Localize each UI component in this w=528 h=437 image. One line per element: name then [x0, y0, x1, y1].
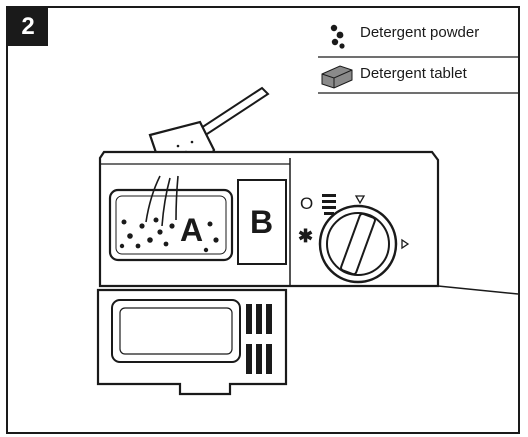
detergent-tablet-icon	[321, 65, 353, 89]
detergent-powder-icon	[330, 24, 345, 49]
compartment-b	[237, 179, 287, 265]
dispenser-lid	[96, 288, 288, 396]
rinse-aid-dial	[318, 204, 398, 284]
compartment-b-label: B	[250, 204, 274, 240]
triangle-marker-icon	[401, 238, 410, 250]
step-number-badge: 2	[8, 8, 48, 46]
figure-frame	[6, 6, 520, 434]
powder-stream	[145, 175, 179, 227]
dial-level-indicator-icon	[322, 194, 336, 215]
legend-label-tablet: Detergent tablet	[360, 65, 467, 82]
compartment-a	[108, 188, 234, 262]
lid-vent-slots	[246, 304, 272, 374]
triangle-marker-icon	[354, 195, 366, 205]
dial-on-symbol: ✱	[298, 226, 314, 246]
legend-label-powder: Detergent powder	[360, 24, 480, 41]
compartment-a-label: A	[180, 212, 204, 248]
dial-off-symbol: O	[300, 194, 314, 213]
